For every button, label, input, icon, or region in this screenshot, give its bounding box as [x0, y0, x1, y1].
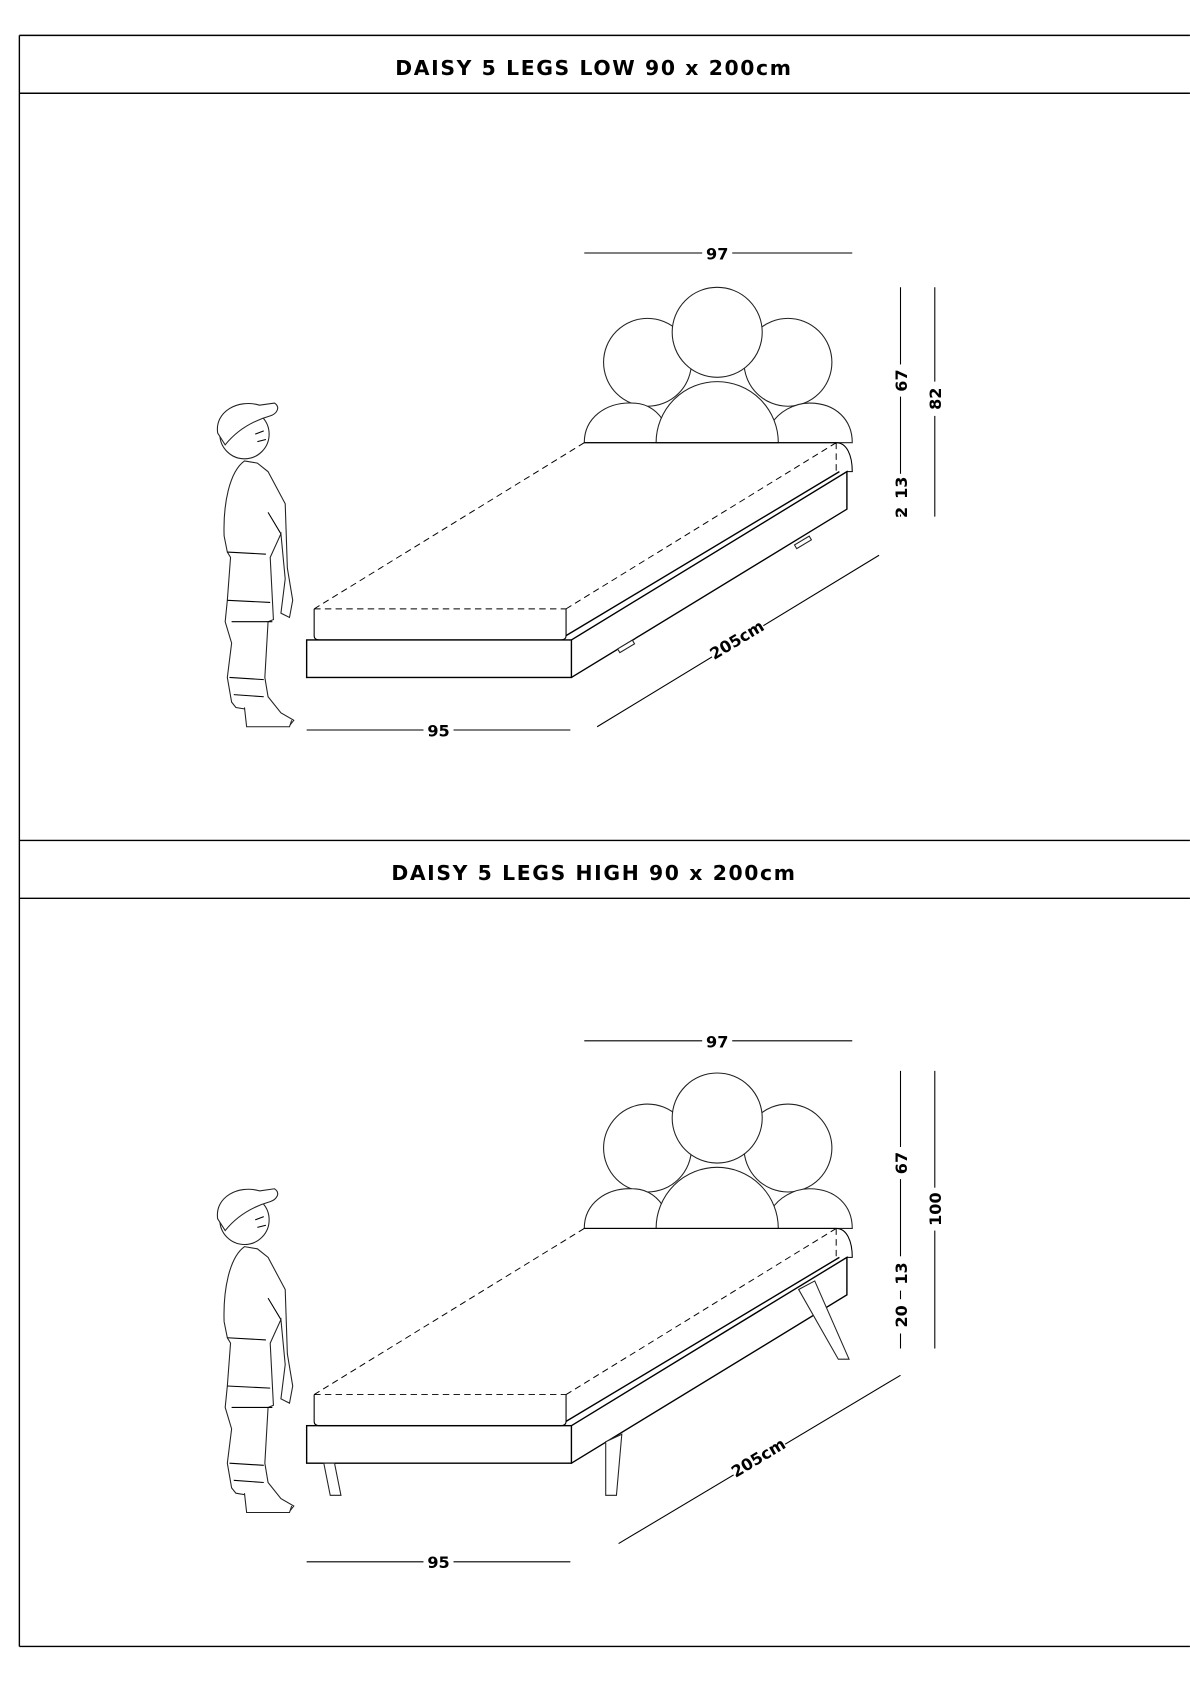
dim-headboard-height: 67 — [892, 1152, 911, 1174]
dim-total-height: 100 — [926, 1192, 945, 1226]
leg — [323, 1462, 342, 1496]
bed-low-drawing: 97 67 13 2 82 205cm 95 — [216, 242, 946, 740]
dim-base-height: 13 — [892, 477, 911, 499]
dims-high: 97 67 13 20 100 205cm 95 — [306, 1030, 946, 1572]
section-title-high: DAISY 5 LEGS HIGH 90 x 200cm — [391, 861, 796, 885]
bed-illustration — [305, 1072, 853, 1464]
dim-headboard-width: 97 — [706, 1032, 728, 1051]
child-figure — [216, 402, 295, 728]
leg — [797, 1280, 850, 1360]
dim-headboard-height: 67 — [892, 369, 911, 391]
bed-illustration — [305, 286, 853, 679]
bed-high-drawing — [216, 1072, 853, 1514]
child-figure — [216, 1188, 295, 1514]
dim-leg-height: 20 — [892, 1305, 911, 1327]
dim-base-height: 13 — [892, 1262, 911, 1284]
dim-headboard-width: 97 — [706, 244, 728, 263]
dim-width: 95 — [427, 1553, 449, 1572]
dim-width: 95 — [427, 721, 449, 740]
leg — [605, 1433, 623, 1496]
section-title-low: DAISY 5 LEGS LOW 90 x 200cm — [395, 56, 792, 80]
dim-total-height: 82 — [926, 388, 945, 410]
dim-leg-height: 2 — [892, 507, 911, 518]
